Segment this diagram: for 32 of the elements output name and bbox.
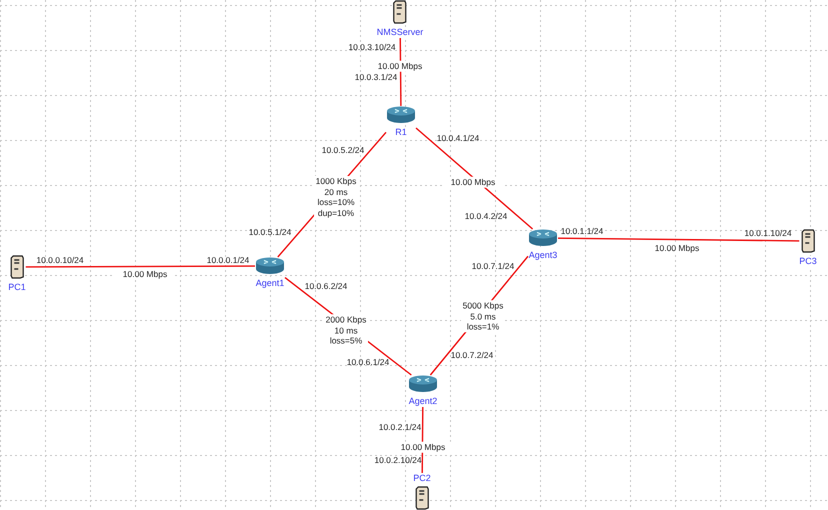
ip-address: 10.0.1.10/24 bbox=[744, 228, 792, 238]
ip-address: 10.0.3.10/24 bbox=[348, 42, 396, 52]
ip-address: 10.0.5.1/24 bbox=[248, 227, 292, 237]
device-name: PC1 bbox=[8, 282, 26, 293]
ip-address: 10.0.0.1/24 bbox=[206, 255, 250, 265]
device-name: R1 bbox=[395, 127, 407, 138]
ip-address: 10.0.6.1/24 bbox=[346, 357, 390, 367]
device-name: Agent2 bbox=[408, 396, 438, 407]
link-parameters: 2000 Kbps 10 ms loss=5% bbox=[324, 314, 368, 346]
ip-address: 10.0.0.10/24 bbox=[36, 255, 84, 265]
link-parameters: 1000 Kbps 20 ms loss=10% dup=10% bbox=[314, 176, 358, 218]
link-parameters: 10.00 Mbps bbox=[443, 176, 503, 188]
link-line bbox=[416, 127, 534, 230]
ip-address: 10.0.4.2/24 bbox=[464, 211, 508, 221]
ip-address: 10.0.1.1/24 bbox=[560, 226, 604, 236]
ip-address: 10.0.6.2/24 bbox=[304, 281, 348, 291]
device-name: PC2 bbox=[413, 473, 431, 484]
device-name: Agent3 bbox=[528, 250, 558, 261]
link-parameters: 5000 Kbps 5.0 ms loss=1% bbox=[461, 300, 505, 332]
link-parameters: 10.00 Mbps bbox=[115, 268, 175, 280]
device-name: NMSServer bbox=[376, 27, 424, 38]
ip-address: 10.0.2.1/24 bbox=[378, 422, 422, 432]
ip-address: 10.0.5.2/24 bbox=[322, 145, 364, 155]
ip-address: 10.0.2.10/24 bbox=[374, 455, 422, 465]
device-name: PC3 bbox=[799, 256, 817, 267]
ip-address: 10.0.4.1/24 bbox=[436, 133, 480, 143]
ip-address: 10.0.7.2/24 bbox=[450, 350, 494, 360]
device-name: Agent1 bbox=[256, 278, 284, 289]
ip-address: 10.0.3.1/24 bbox=[354, 72, 398, 82]
link-line bbox=[26, 265, 255, 268]
ip-address: 10.0.7.1/24 bbox=[472, 261, 514, 271]
link-line bbox=[558, 237, 800, 242]
